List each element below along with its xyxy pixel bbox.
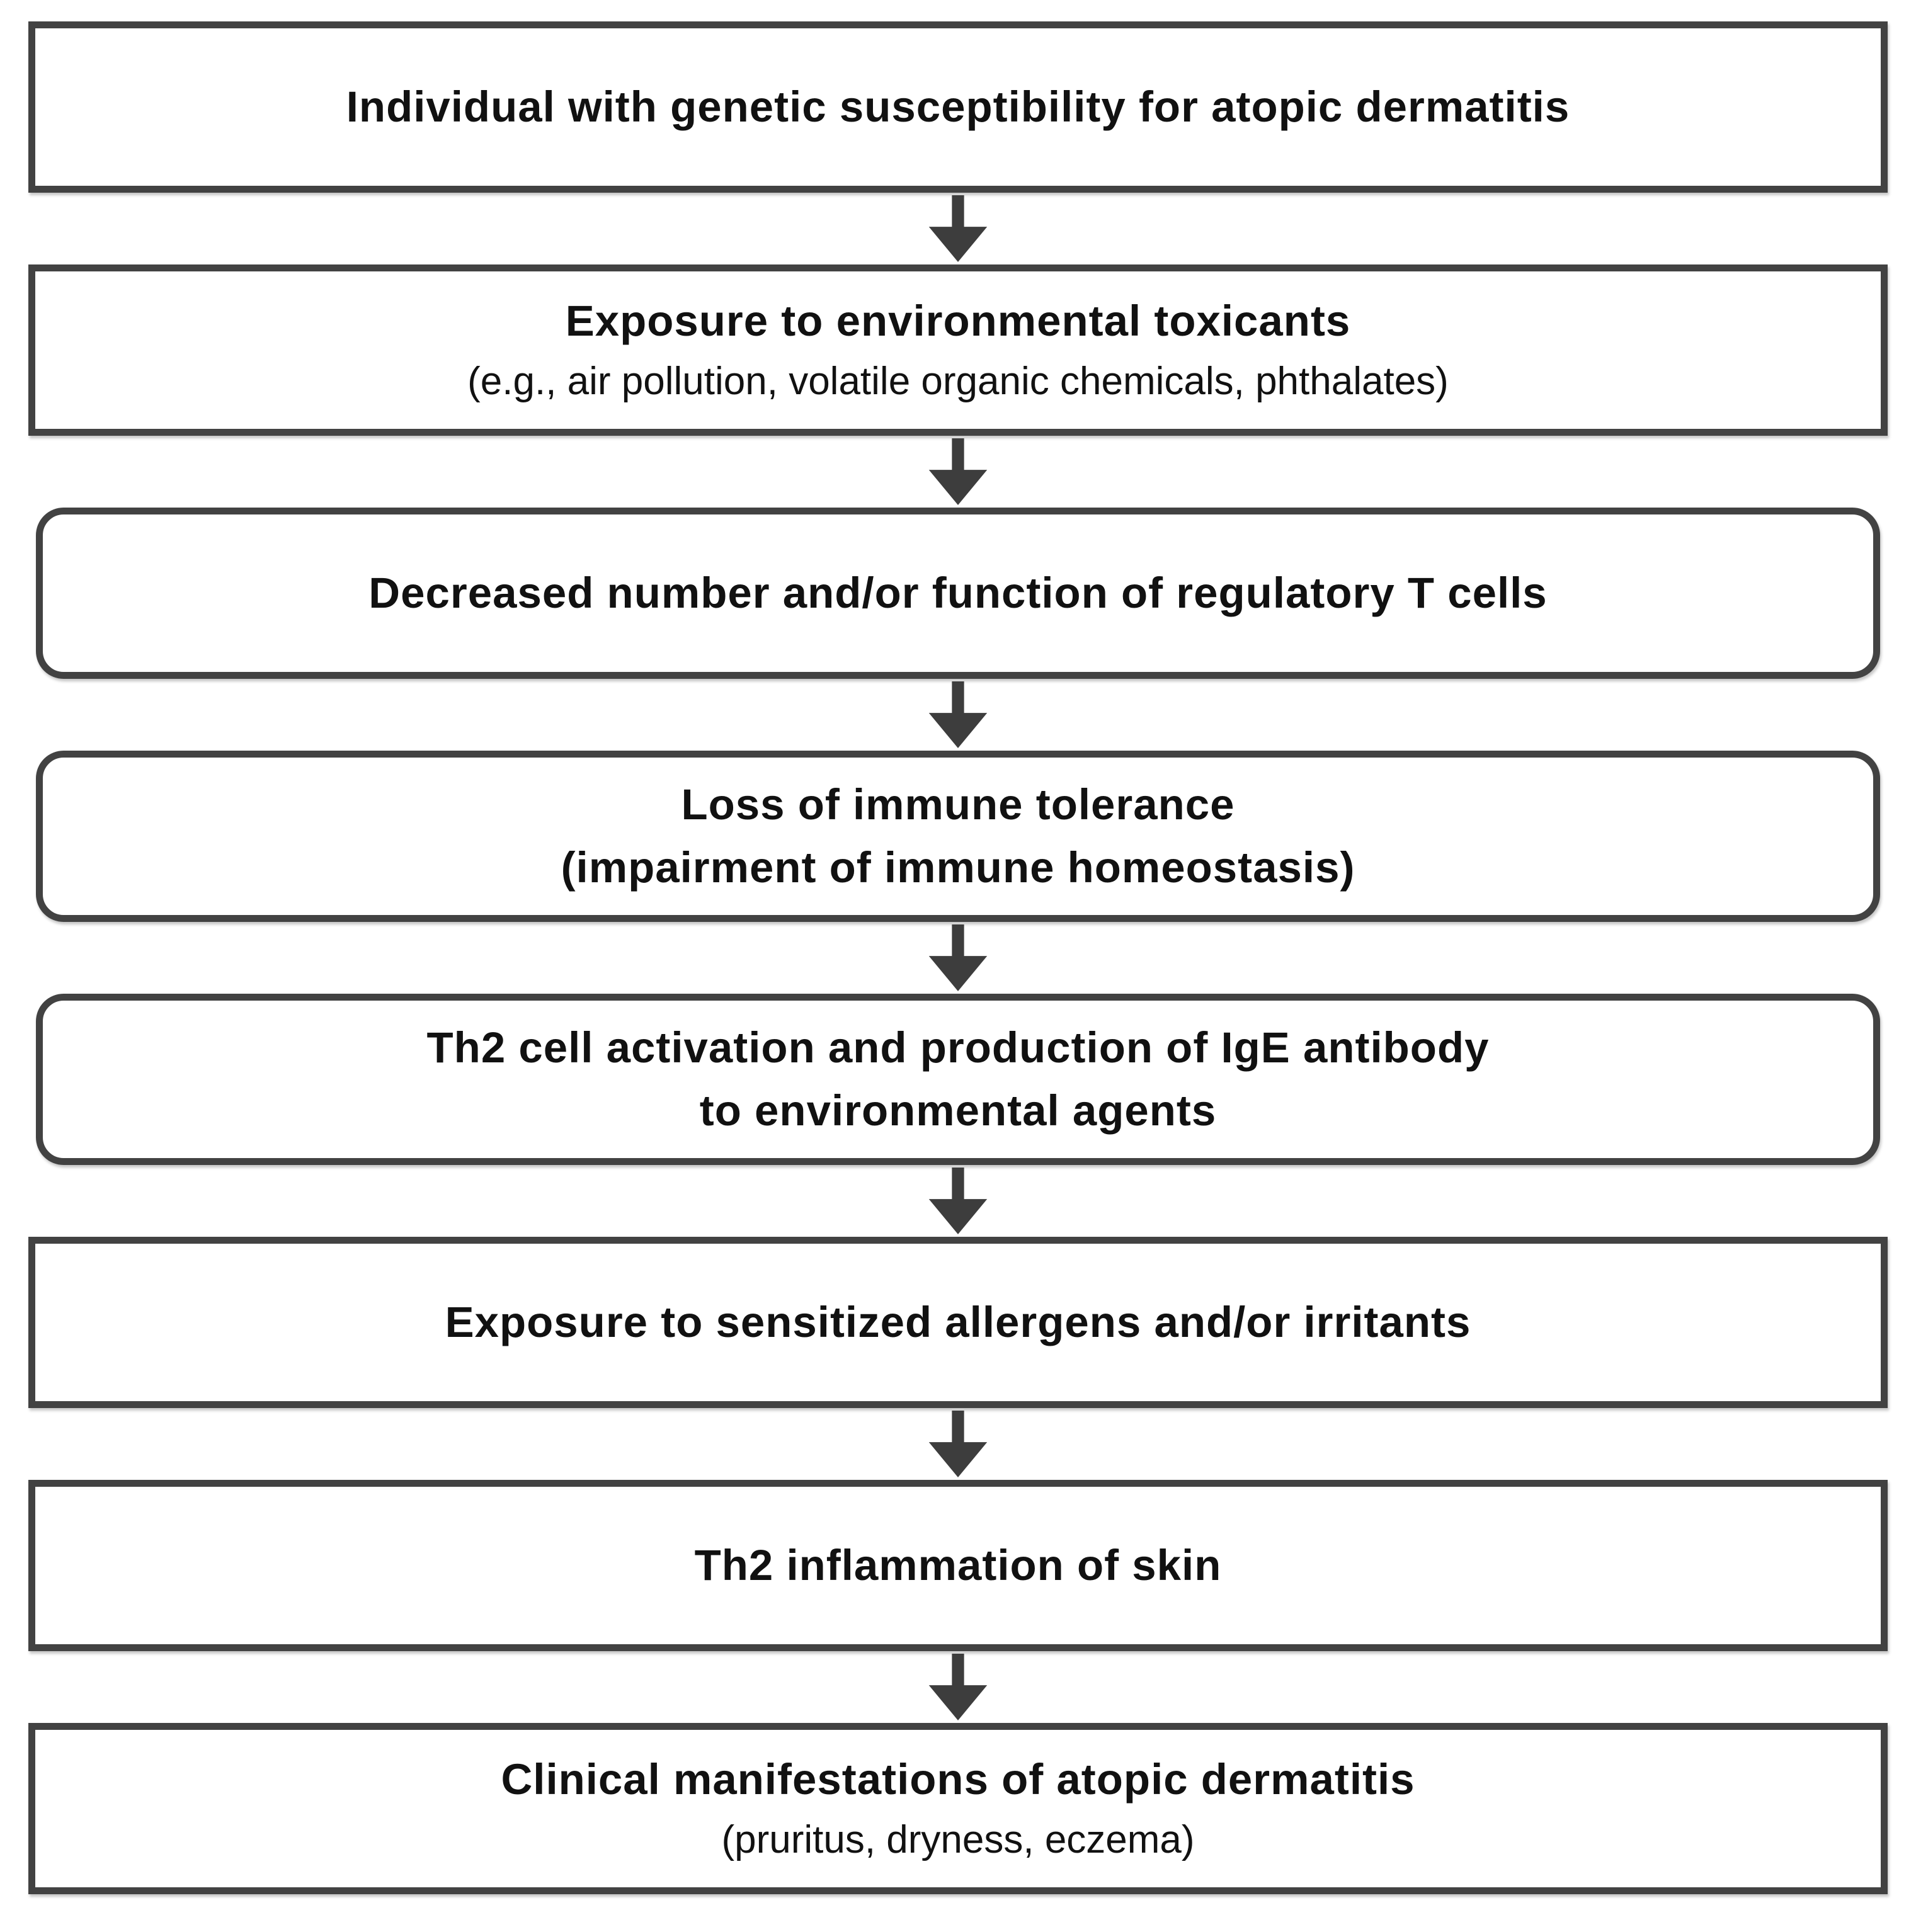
flow-step-7: Th2 inflammation of skin (28, 1480, 1888, 1651)
flow-step-line: Th2 cell activation and production of Ig… (426, 1023, 1490, 1072)
flow-step-2: Exposure to environmental toxicants (e.g.… (28, 264, 1888, 436)
flow-connector (923, 193, 993, 264)
down-arrow-icon (928, 195, 988, 262)
flow-step-3: Decreased number and/or function of regu… (36, 508, 1880, 679)
down-arrow-icon (928, 438, 988, 505)
down-arrow-icon (928, 1168, 988, 1234)
flow-step-line: to environmental agents (699, 1086, 1217, 1135)
down-arrow-icon (928, 924, 988, 991)
down-arrow-icon (928, 681, 988, 748)
flow-step-line: Clinical manifestations of atopic dermat… (501, 1755, 1415, 1804)
flow-connector (923, 922, 993, 994)
flow-step-line: (e.g., air pollution, volatile organic c… (467, 360, 1449, 404)
flow-connector (923, 1165, 993, 1237)
flow-step-line: Decreased number and/or function of regu… (368, 568, 1548, 617)
flow-connector (923, 679, 993, 751)
flow-connector (923, 1651, 993, 1723)
down-arrow-icon (928, 1411, 988, 1477)
flow-connector (923, 1408, 993, 1480)
flow-step-6: Exposure to sensitized allergens and/or … (28, 1237, 1888, 1408)
flow-step-line: (impairment of immune homeostasis) (561, 843, 1355, 892)
flow-step-line: Th2 inflammation of skin (694, 1540, 1222, 1589)
flow-step-5: Th2 cell activation and production of Ig… (36, 994, 1880, 1165)
flow-connector (923, 436, 993, 508)
flow-step-line: Exposure to sensitized allergens and/or … (445, 1297, 1471, 1346)
down-arrow-icon (928, 1654, 988, 1720)
flow-step-1: Individual with genetic susceptibility f… (28, 21, 1888, 193)
flow-step-line: Loss of immune tolerance (681, 780, 1235, 829)
flow-step-line: Individual with genetic susceptibility f… (346, 82, 1570, 131)
flow-step-line: (pruritus, dryness, eczema) (721, 1818, 1195, 1862)
flow-step-8: Clinical manifestations of atopic dermat… (28, 1723, 1888, 1894)
flow-step-line: Exposure to environmental toxicants (565, 297, 1351, 346)
flow-step-4: Loss of immune tolerance (impairment of i… (36, 751, 1880, 922)
